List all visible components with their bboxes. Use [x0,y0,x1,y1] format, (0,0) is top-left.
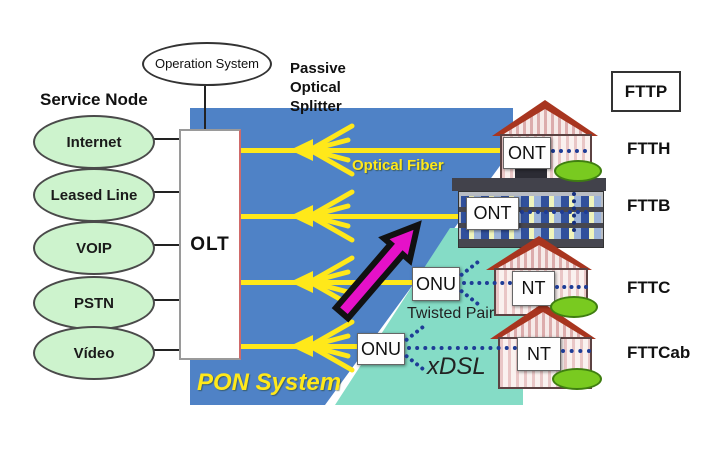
bush-icon [550,296,598,318]
fttp-box: FTTP [611,71,681,112]
onu-box-fttc: ONU [412,267,460,301]
fiber-line-fttb [237,214,468,219]
service-link [150,244,180,246]
service-ellipse-pstn: PSTN [33,276,155,330]
twisted-pair-label: Twisted Pair [407,305,495,322]
optical-splitter-icon [290,123,355,177]
service-label: Internet [66,133,122,151]
service-label: PSTN [73,294,114,312]
ftth-label: FTTH [627,139,671,158]
nt-box-fttc: NT [512,271,555,306]
service-link [150,191,180,193]
service-node-title: Service Node [40,90,148,109]
passive-optical-splitter-label: Passive Optical Splitter [290,60,346,115]
optical-splitter-icon [290,189,355,243]
optical-splitter-icon [290,319,355,373]
operation-system-label: Operation System [154,55,260,71]
nt-label: NT [527,343,551,364]
ont-box-fttb: ONT [466,197,519,230]
onu-box-fttcab: ONU [357,333,405,365]
fttcab-label: FTTCab [627,343,691,362]
building-windows [461,196,601,207]
fttb-inbuilding-wiring [520,210,588,214]
fttb-riser-wiring [572,192,576,232]
fiber-line-ftth [237,148,505,153]
ont-box-ftth: ONT [503,137,551,169]
fttb-label: FTTB [627,196,671,215]
pon-system-label: PON System [197,369,342,396]
service-ellipse-voip: VOIP [33,221,155,275]
fttc-label: FTTC [627,278,671,297]
building-windows [461,228,601,239]
upgrade-arrow-icon [331,220,422,323]
service-link [150,138,180,140]
onu-label: ONU [361,338,401,359]
nt-box-fttcab: NT [517,337,561,371]
service-ellipse-internet: Internet [33,115,155,169]
bush-icon [554,160,602,182]
ont-label: ONT [508,142,546,163]
operation-system-node: Operation System [142,42,272,86]
fiber-line-fttc [237,280,413,285]
twisted-pair-line [462,281,512,285]
building-windows [461,212,601,223]
service-label: VOIP [76,239,112,257]
ont-label: ONT [473,203,512,223]
onu-label: ONU [416,273,456,294]
service-ellipse-video: Vídeo [33,326,155,380]
service-label: Leased Line [50,186,138,204]
xdsl-label: xDSL [427,353,486,380]
twisted-pair-line [407,346,517,350]
optical-fiber-label: Optical Fiber [352,157,444,174]
fttp-label: FTTP [624,81,668,101]
fttcab-inhouse-wiring [561,349,591,353]
building-floor [459,207,603,212]
building-floor [459,223,603,228]
nt-label: NT [521,278,546,298]
fttc-inhouse-wiring [555,285,588,289]
service-link [150,349,180,351]
service-link [150,299,180,301]
olt-node: OLT [179,129,241,360]
olt-label: OLT [190,233,230,255]
fttb-roof-slab [452,178,606,191]
bush-icon [552,368,602,390]
operation-system-link [204,82,206,130]
service-label: Vídeo [73,344,115,362]
ftth-inhouse-wiring [551,149,587,153]
service-ellipse-leased-line: Leased Line [33,168,155,222]
